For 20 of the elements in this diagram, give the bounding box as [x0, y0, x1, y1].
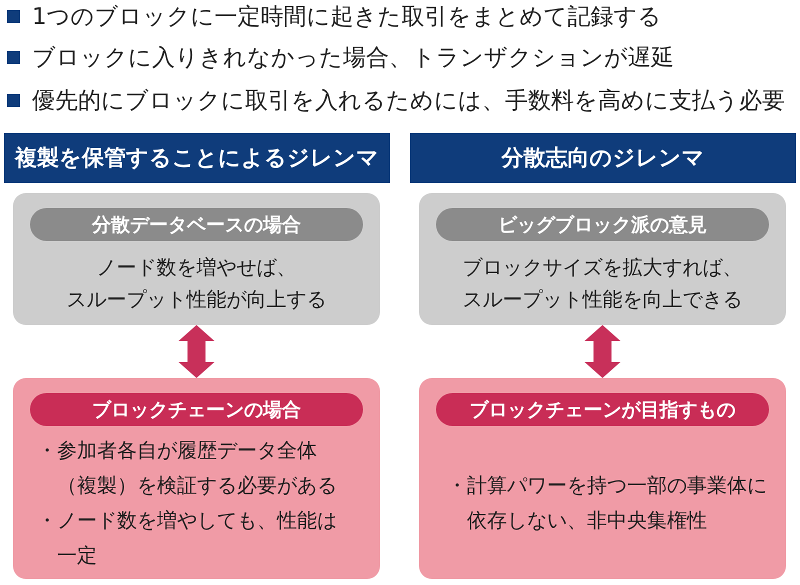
body-text: ノード数を増やせば、スループット性能が向上する — [66, 254, 328, 313]
section-header: 複製を保管することによるジレンマ — [4, 133, 390, 183]
bullet-text: ・参加者各自が履歴データ全体（複製）を検証する必要がある — [37, 436, 338, 498]
rounded-panel — [13, 193, 380, 325]
rounded-panel — [13, 378, 380, 579]
rounded-panel — [419, 193, 786, 325]
body-text: ブロックサイズを拡大すれば、スループット性能を向上できる — [462, 254, 744, 313]
bullet-text: ブロックに入りきれなかった場合、トランザクションが遅延 — [32, 44, 674, 73]
rounded-panel — [419, 378, 786, 579]
pill-label: ビッグブロック派の意見 — [436, 208, 769, 241]
pill-label: 分散データベースの場合 — [30, 208, 363, 241]
pill-label: ブロックチェーンが目指すもの — [436, 393, 769, 426]
bullet-text: 1つのブロックに一定時間に起きた取引をまとめて記録する — [32, 3, 662, 32]
pill-label: ブロックチェーンの場合 — [30, 393, 363, 426]
bullet-text: ・計算パワーを持つ一部の事業体に依存しない、非中央集権性 — [447, 472, 768, 534]
bullet-text: 優先的にブロックに取引を入れるためには、手数料を高めに支払う必要 — [32, 87, 785, 116]
section-header: 分散志向のジレンマ — [410, 133, 796, 183]
double-arrow — [584, 325, 620, 378]
bullet-text: ・ノード数を増やしても、性能は一定 — [37, 506, 338, 568]
double-arrow — [178, 325, 214, 378]
